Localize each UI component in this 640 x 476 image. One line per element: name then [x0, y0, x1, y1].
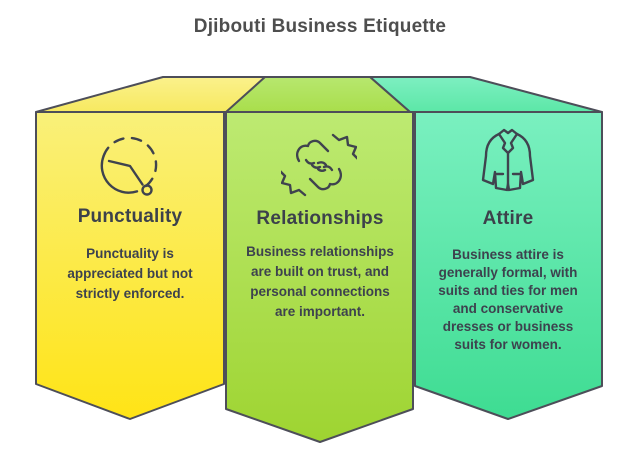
punctuality-banner-shape — [35, 111, 225, 420]
clock-icon — [100, 136, 158, 196]
relationships-heading: Relationships — [256, 208, 384, 229]
punctuality-heading: Punctuality — [77, 206, 183, 227]
punctuality-body: Punctuality is appreciated but not stric… — [67, 246, 193, 301]
relationships-body: Business relationships are built on trus… — [246, 244, 394, 319]
handshake-icon — [281, 133, 357, 197]
attire-heading: Attire — [482, 208, 534, 229]
relationships-banner-shape — [225, 111, 414, 443]
attire-banner-shape — [414, 111, 603, 420]
suit-jacket-icon — [481, 128, 535, 192]
page-title: Djibouti Business Etiquette — [193, 16, 447, 37]
attire-body: Business attire is generally formal, wit… — [438, 247, 578, 352]
